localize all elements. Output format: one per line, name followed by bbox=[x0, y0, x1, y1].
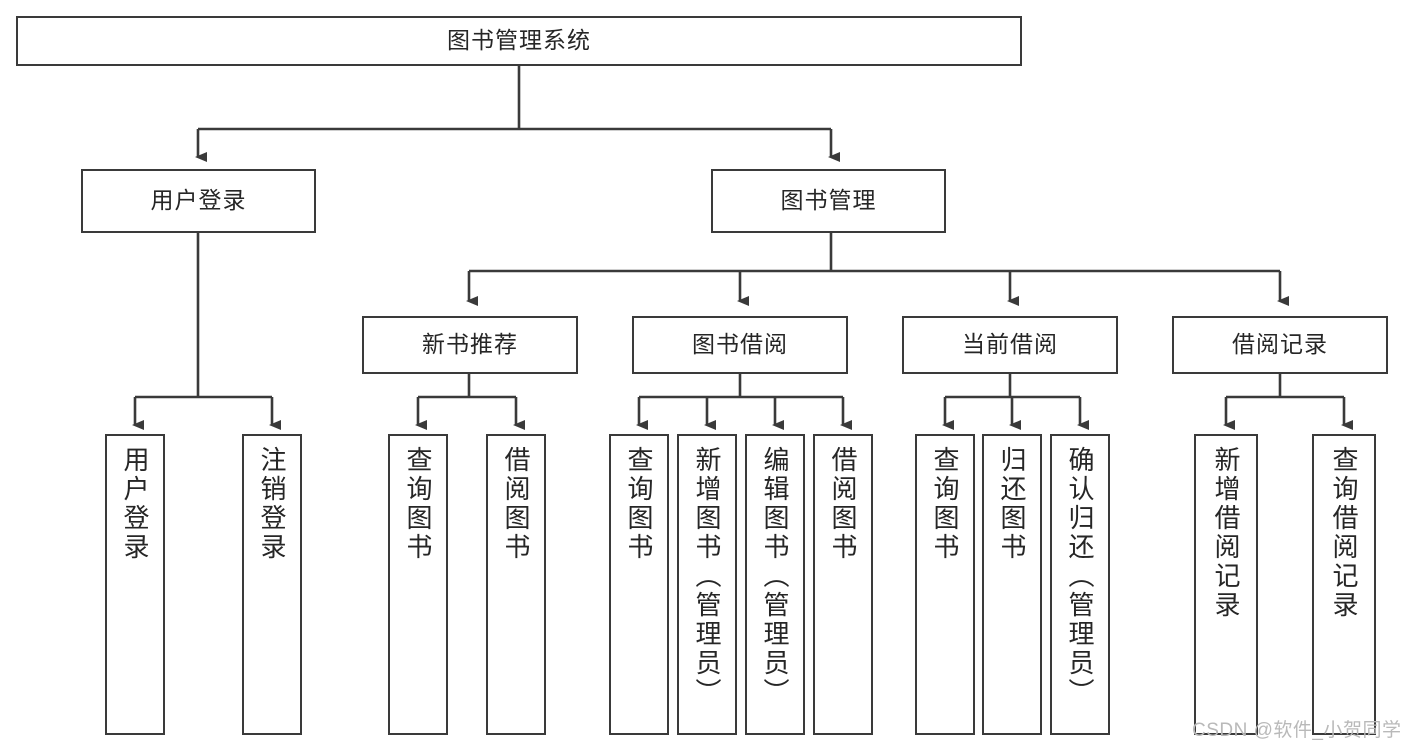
leaf-current-return-book[interactable]: 归还图书 bbox=[982, 434, 1042, 735]
node-label: 用户登录 bbox=[120, 446, 150, 562]
node-label: 查询图书 bbox=[403, 446, 433, 562]
leaf-new-book-query[interactable]: 查询图书 bbox=[388, 434, 448, 735]
node-label: 编辑图书（管理员） bbox=[760, 446, 790, 707]
node-label: 查询图书 bbox=[624, 446, 654, 562]
leaf-current-query-book[interactable]: 查询图书 bbox=[915, 434, 975, 735]
node-borrow-records[interactable]: 借阅记录 bbox=[1172, 316, 1388, 374]
node-label: 图书管理系统 bbox=[447, 27, 591, 54]
node-label: 归还图书 bbox=[997, 446, 1027, 562]
leaf-borrow-query-book[interactable]: 查询图书 bbox=[609, 434, 669, 735]
node-current-borrow[interactable]: 当前借阅 bbox=[902, 316, 1118, 374]
leaf-borrow-borrow-book[interactable]: 借阅图书 bbox=[813, 434, 873, 735]
csdn-watermark: CSDN @软件_小贺同学 bbox=[1192, 720, 1402, 741]
leaf-borrow-add-book-admin[interactable]: 新增图书（管理员） bbox=[677, 434, 737, 735]
leaf-records-query-record[interactable]: 查询借阅记录 bbox=[1312, 434, 1376, 735]
leaf-user-login-signout[interactable]: 注销登录 bbox=[242, 434, 302, 735]
node-label: 新增图书（管理员） bbox=[692, 446, 722, 707]
node-label: 借阅图书 bbox=[501, 446, 531, 562]
node-label: 图书管理 bbox=[780, 187, 877, 214]
node-root-system[interactable]: 图书管理系统 bbox=[16, 16, 1022, 66]
node-label: 新书推荐 bbox=[422, 331, 518, 358]
node-new-book-recommend[interactable]: 新书推荐 bbox=[362, 316, 578, 374]
leaf-new-book-borrow[interactable]: 借阅图书 bbox=[486, 434, 546, 735]
node-label: 新增借阅记录 bbox=[1211, 446, 1241, 620]
node-label: 确认归还（管理员） bbox=[1065, 446, 1095, 707]
leaf-current-confirm-return-admin[interactable]: 确认归还（管理员） bbox=[1050, 434, 1110, 735]
node-label: 借阅记录 bbox=[1232, 331, 1328, 358]
node-label: 当前借阅 bbox=[962, 331, 1058, 358]
node-label: 查询图书 bbox=[930, 446, 960, 562]
node-label: 查询借阅记录 bbox=[1329, 446, 1359, 620]
node-label: 注销登录 bbox=[257, 446, 287, 562]
node-label: 图书借阅 bbox=[692, 331, 788, 358]
node-book-management[interactable]: 图书管理 bbox=[711, 169, 946, 233]
leaf-borrow-edit-book-admin[interactable]: 编辑图书（管理员） bbox=[745, 434, 805, 735]
node-book-borrow[interactable]: 图书借阅 bbox=[632, 316, 848, 374]
node-label: 用户登录 bbox=[150, 187, 247, 214]
node-user-login[interactable]: 用户登录 bbox=[81, 169, 316, 233]
leaf-user-login-signin[interactable]: 用户登录 bbox=[105, 434, 165, 735]
leaf-records-add-record[interactable]: 新增借阅记录 bbox=[1194, 434, 1258, 735]
node-label: 借阅图书 bbox=[828, 446, 858, 562]
